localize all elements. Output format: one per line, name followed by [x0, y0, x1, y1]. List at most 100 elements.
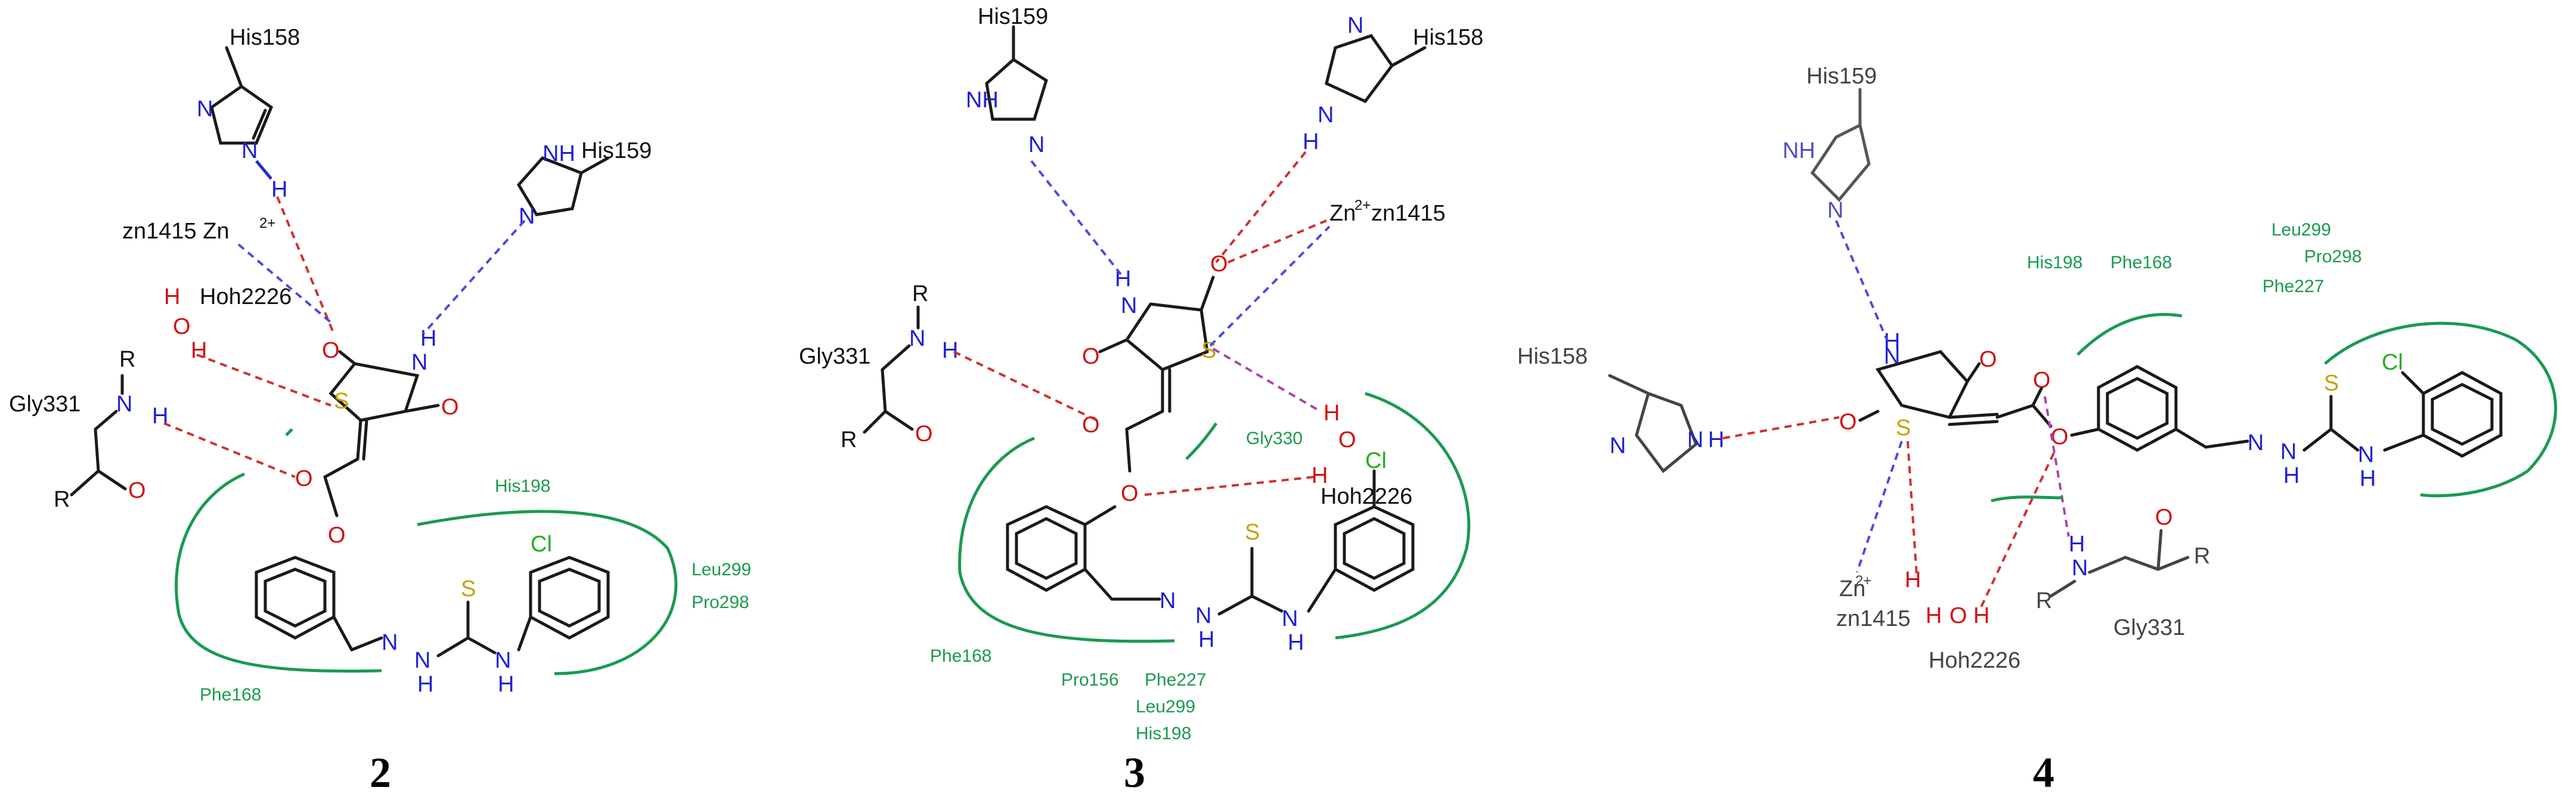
atom-o: O — [128, 478, 146, 503]
atom-h: H — [1926, 603, 1942, 628]
atom-n: N — [1121, 293, 1137, 318]
atom-n: N — [1687, 427, 1703, 452]
pocket-his198: His198 — [495, 476, 550, 496]
his159-ring: N NH — [516, 141, 610, 229]
residue-gly331: Gly331 — [799, 344, 870, 369]
atom-n: N — [1282, 606, 1298, 631]
residue-gly331: Gly331 — [9, 392, 80, 417]
atom-nh: NH — [966, 88, 999, 113]
pocket-gly330: Gly330 — [1246, 429, 1303, 448]
atom-n: N — [382, 630, 398, 655]
pocket-pro298: Pro298 — [692, 593, 749, 612]
zn-charge: 2+ — [259, 215, 275, 231]
atom-n: N — [1827, 198, 1843, 223]
atom-h: H — [191, 338, 207, 363]
zn-charge: 2+ — [1354, 197, 1371, 213]
pocket-pro298: Pro298 — [2304, 247, 2362, 266]
pocket-leu299: Leu299 — [2271, 220, 2331, 240]
atom-o: O — [1121, 481, 1139, 506]
atom-o: O — [2155, 505, 2173, 530]
atom-s: S — [2324, 371, 2339, 396]
residue-his158: His158 — [230, 25, 300, 50]
atom-n: N — [2280, 439, 2296, 464]
pocket-leu299: Leu299 — [1136, 697, 1195, 717]
residue-hoh: Hoh2226 — [200, 284, 292, 309]
atom-h: H — [1198, 627, 1214, 652]
atom-s: S — [1245, 520, 1260, 545]
panel-4: NH N His159 N N H His158 N H S O O O O N… — [1517, 64, 2558, 796]
atom-h: H — [1312, 463, 1328, 488]
atom-n: N — [909, 326, 925, 351]
panel-number: 3 — [1124, 749, 1145, 796]
atom-h: H — [1303, 129, 1319, 154]
pocket-leu299: Leu299 — [692, 560, 751, 579]
atom-o: O — [2033, 368, 2051, 393]
pocket-his198: His198 — [2027, 253, 2082, 272]
residue-hoh: Hoh2226 — [1320, 484, 1412, 509]
atom-n: N — [2358, 442, 2374, 467]
pocket-phe168: Phe168 — [2110, 253, 2172, 272]
pocket-phe227: Phe227 — [2262, 277, 2324, 296]
pocket-phe168: Phe168 — [930, 646, 991, 666]
atom-o: O — [295, 466, 313, 491]
residue-his158: His158 — [1413, 25, 1483, 50]
atom-s: S — [461, 576, 476, 602]
panel-number: 4 — [2033, 749, 2054, 796]
residue-hoh: Hoh2226 — [1929, 648, 2020, 673]
atom-h: H — [1288, 630, 1304, 655]
atom-h: H — [271, 177, 287, 202]
atom-o: O — [328, 523, 346, 548]
atom-n: N — [1347, 13, 1363, 38]
residue-his158: His158 — [1517, 344, 1588, 369]
atom-r: R — [2194, 544, 2210, 569]
atom-o: O — [1082, 344, 1100, 369]
atom-n: N — [1318, 103, 1334, 128]
atom-r: R — [2036, 588, 2052, 613]
atom-h: H — [1905, 568, 1921, 593]
atom-h: H — [2360, 466, 2376, 491]
atom-h: H — [498, 672, 514, 697]
panel-3: NH N His159 N N H His158 Zn 2+ zn1415 N … — [799, 4, 1483, 796]
atom-r: R — [841, 427, 857, 452]
pocket-pro156: Pro156 — [1061, 670, 1119, 690]
atom-n: N — [197, 97, 213, 122]
atom-o: O — [1949, 603, 1967, 628]
zn-id: zn1415 — [1371, 201, 1446, 226]
residue-his159: His159 — [978, 4, 1048, 29]
atom-n: N — [1884, 344, 1900, 369]
atom-nh: NH — [1783, 138, 1815, 163]
zn-charge: 2+ — [1855, 573, 1871, 589]
residue-his159: His159 — [581, 138, 652, 163]
pocket-phe168: Phe168 — [200, 685, 261, 705]
atom-o: O — [915, 421, 933, 447]
residue-his159: His159 — [1806, 64, 1877, 89]
zn-label: zn1415 Zn — [122, 219, 230, 244]
atom-h: H — [1884, 329, 1900, 354]
atom-o: O — [322, 338, 340, 363]
atom-r: R — [119, 347, 135, 372]
atom-h: H — [420, 326, 436, 351]
atom-h: H — [942, 338, 958, 363]
atom-nh: N — [116, 392, 132, 417]
atom-h: H — [1323, 401, 1340, 426]
atom-h: H — [417, 672, 433, 697]
atom-s: S — [334, 389, 349, 414]
atom-o: O — [1210, 252, 1228, 277]
atom-n: N — [2248, 430, 2264, 455]
atom-s: S — [1896, 416, 1911, 441]
atom-o: O — [173, 314, 191, 339]
his158-ring: N N H — [197, 46, 287, 202]
atom-r: R — [54, 487, 70, 512]
atom-nh: NH — [543, 141, 575, 166]
atom-o: O — [441, 395, 459, 420]
atom-n: N — [495, 648, 511, 673]
atom-h: H — [2283, 463, 2299, 488]
atom-cl: Cl — [531, 532, 552, 557]
atom-o: O — [2051, 424, 2069, 450]
atom-n: N — [1610, 433, 1626, 458]
pocket-phe227: Phe227 — [1145, 670, 1206, 690]
atom-cl: Cl — [2382, 350, 2403, 375]
pocket-his198: His198 — [1136, 724, 1191, 743]
atom-n: N — [1195, 603, 1211, 628]
